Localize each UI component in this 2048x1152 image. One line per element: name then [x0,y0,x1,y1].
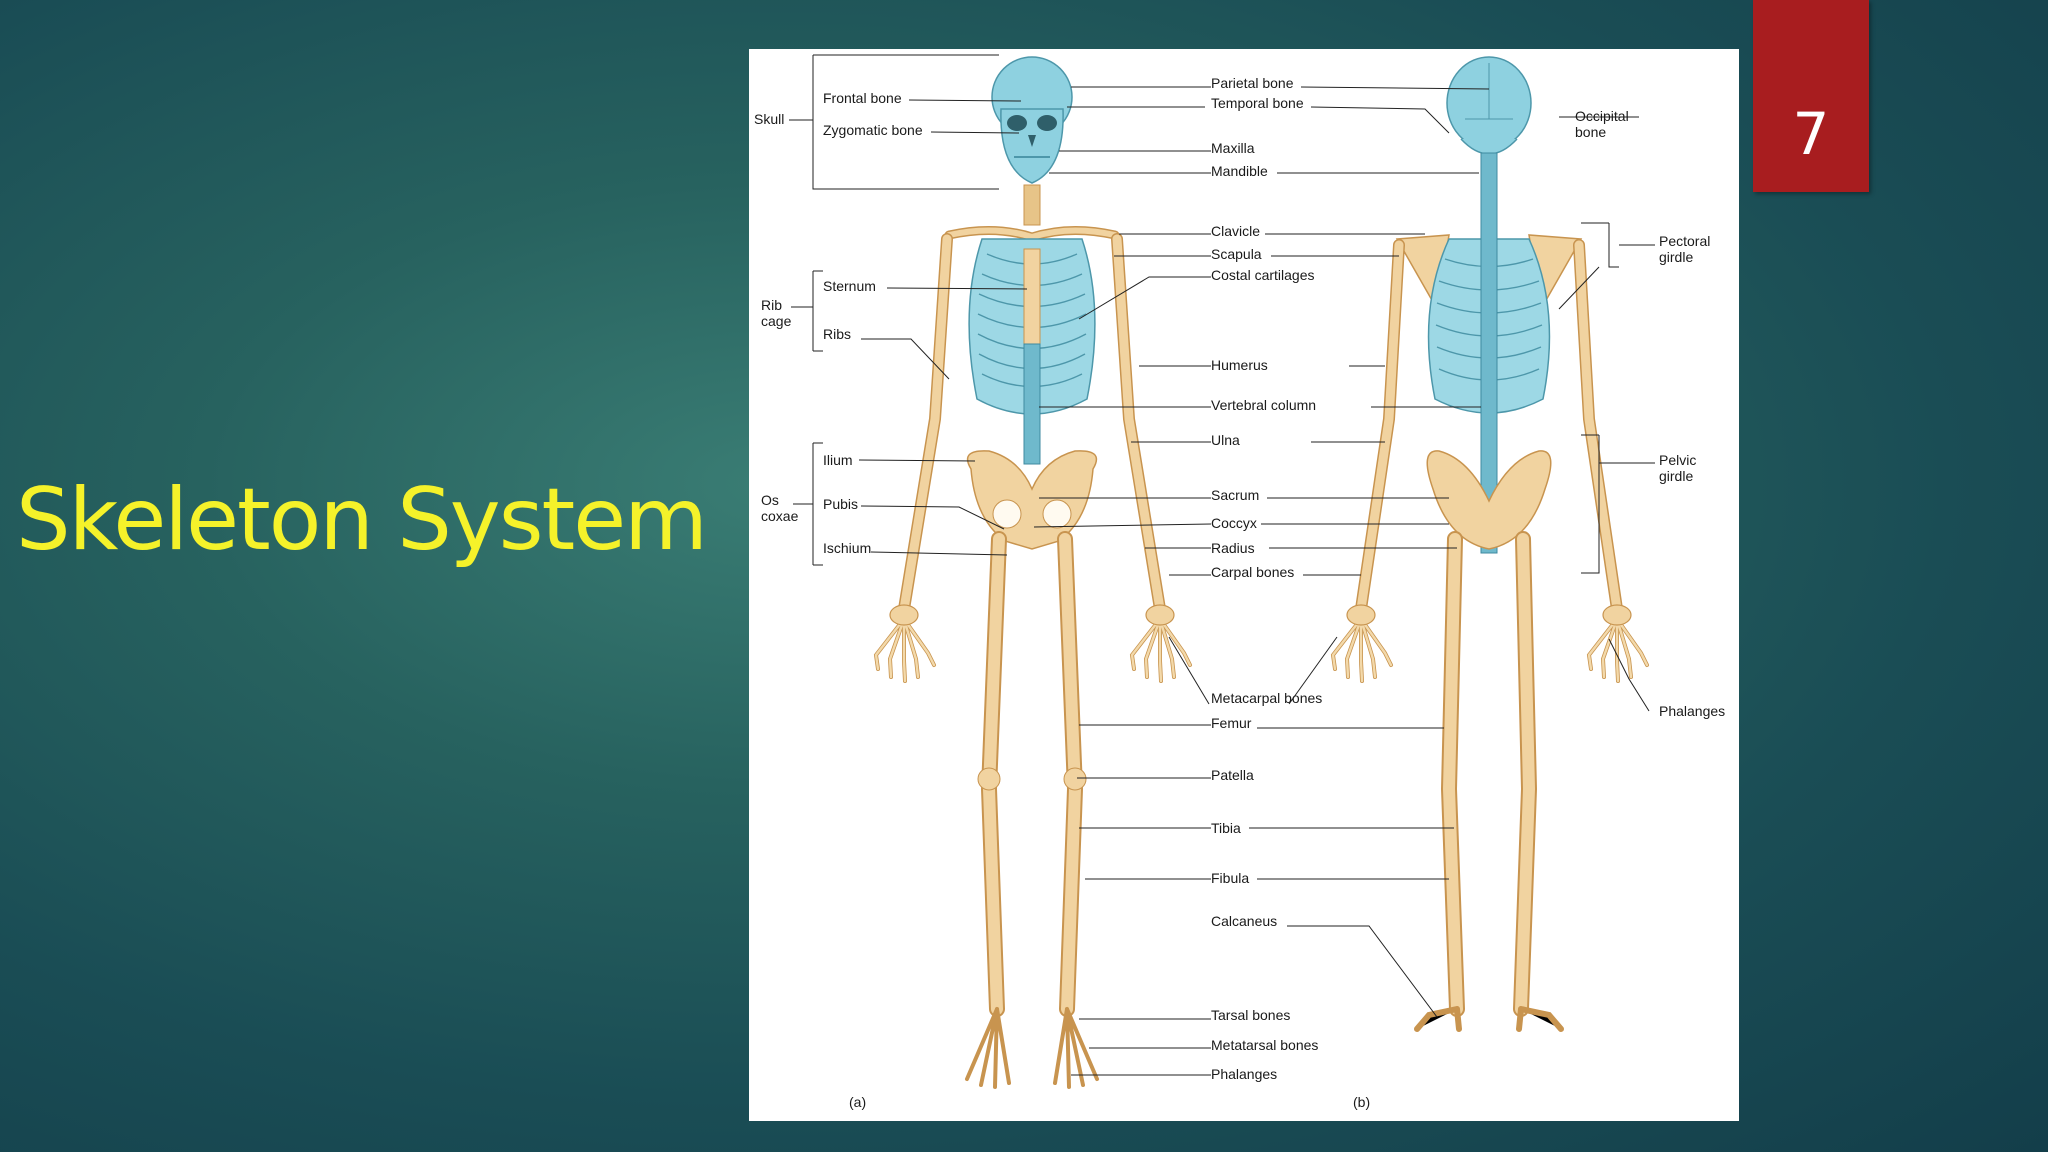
slide-title: Skeleton System [16,470,708,570]
label-phalanges-hand: Phalanges [1659,703,1726,719]
anterior-skeleton [874,56,1192,1089]
label-carpal-bones: Carpal bones [1211,564,1295,580]
leader-lines [789,54,1655,1076]
skeleton-illustration [789,54,1655,1089]
label-tarsal-bones: Tarsal bones [1211,1007,1291,1023]
label-femur: Femur [1211,715,1252,731]
page-number-badge: 7 [1753,0,1869,192]
label-fibula: Fibula [1211,870,1250,886]
label-humerus: Humerus [1211,357,1268,373]
label-mandible: Mandible [1211,163,1268,179]
label-costal-cartilages: Costal cartilages [1211,267,1315,283]
label-sacrum: Sacrum [1211,487,1260,503]
label-vertebral-column: Vertebral column [1211,397,1317,413]
label-coccyx: Coccyx [1211,515,1257,531]
label-frontal-bone: Frontal bone [823,90,902,106]
label-parietal-bone: Parietal bone [1211,75,1294,91]
group-label-os-coxae: Os coxae [761,492,799,524]
label-phalanges-foot: Phalanges [1211,1066,1278,1082]
label-occipital-bone: Occipital bone [1575,108,1629,140]
label-zygomatic-bone: Zygomatic bone [823,122,923,138]
label-ulna: Ulna [1211,432,1240,448]
label-maxilla: Maxilla [1211,140,1255,156]
group-label-pelvic-girdle: Pelvic girdle [1659,452,1697,484]
label-scapula: Scapula [1211,246,1262,262]
skeleton-diagram: Skull Rib cage Os coxae Frontal bone Zyg… [749,49,1739,1121]
label-patella: Patella [1211,767,1254,783]
label-pubis: Pubis [823,496,859,512]
label-tibia: Tibia [1211,820,1241,836]
label-ilium: Ilium [823,452,853,468]
label-sternum: Sternum [823,278,876,294]
panel-label-a: (a) [849,1094,867,1110]
group-label-rib-cage: Rib cage [761,297,792,329]
posterior-skeleton [1331,56,1649,1032]
group-label-skull: Skull [754,111,785,127]
panel-label-b: (b) [1353,1094,1371,1110]
group-label-pectoral-girdle: Pectoral girdle [1659,233,1711,265]
label-temporal-bone: Temporal bone [1211,95,1304,111]
label-calcaneus: Calcaneus [1211,913,1278,929]
label-metatarsal-bones: Metatarsal bones [1211,1037,1319,1053]
label-radius: Radius [1211,540,1255,556]
page-number: 7 [1792,100,1830,168]
label-ribs: Ribs [823,326,852,342]
label-ischium: Ischium [823,540,872,556]
label-metacarpal-bones: Metacarpal bones [1211,690,1323,706]
label-clavicle: Clavicle [1211,223,1261,239]
